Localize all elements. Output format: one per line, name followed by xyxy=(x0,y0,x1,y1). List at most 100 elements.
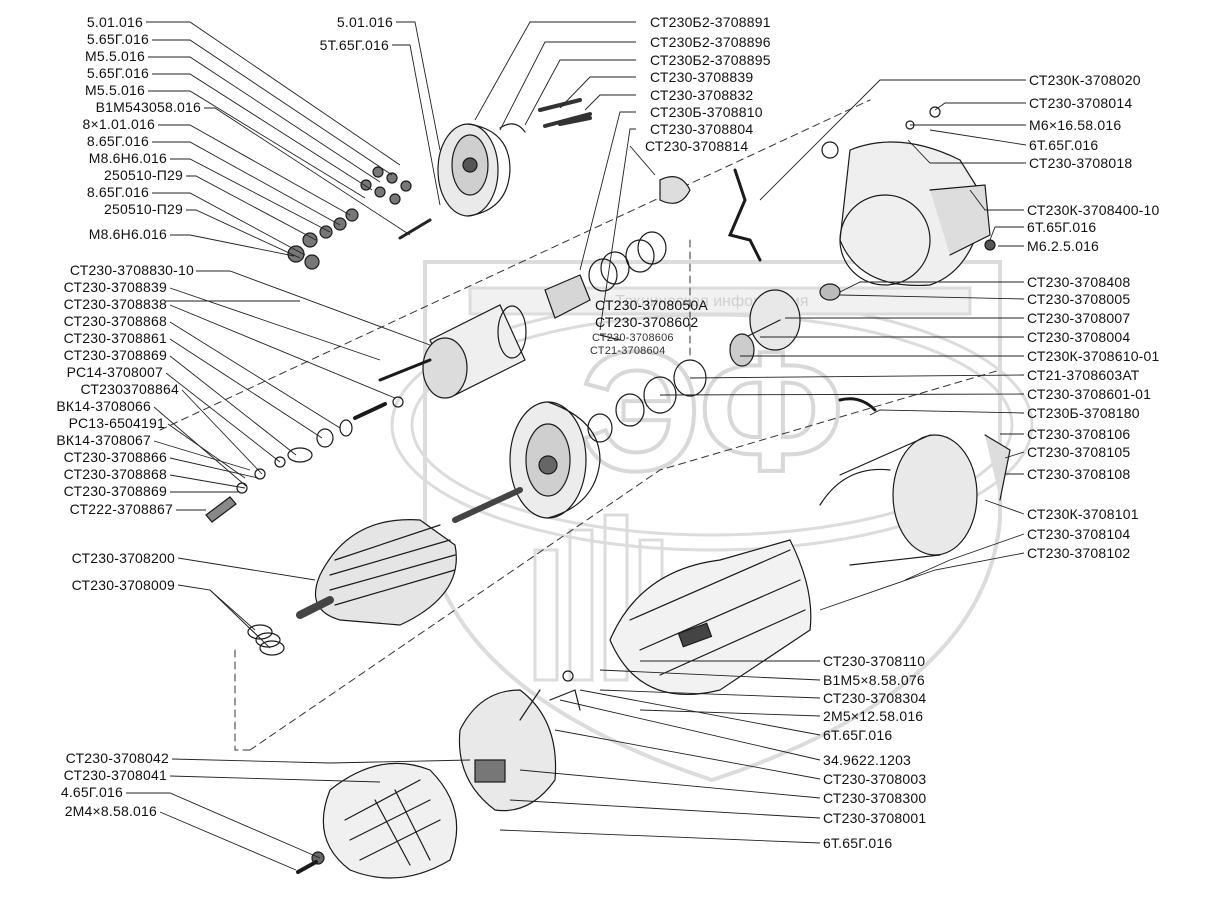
overrunning-clutch xyxy=(587,289,801,443)
callout-left-20: РС14-3708007 xyxy=(66,364,163,380)
callout-top-5: СТ230Б2-3708895 xyxy=(650,52,771,68)
callout-left-4: 5.65Г.016 xyxy=(86,65,149,81)
callout-left-28: СТ222-3708867 xyxy=(69,501,173,517)
callout-right-10: СТ230-3708005 xyxy=(1027,291,1131,307)
callout-left-25: СТ230-3708866 xyxy=(63,449,167,465)
small-fasteners-top xyxy=(287,166,432,270)
callout-left-17: СТ230-3708868 xyxy=(63,313,167,329)
callout-left-3: М5.5.016 xyxy=(85,48,145,64)
callout-right-11: СТ230-3708007 xyxy=(1027,310,1131,326)
rear-cover xyxy=(296,762,458,879)
callout-bottom-1: СТ230-3708110 xyxy=(823,653,926,669)
callout-left-26: СТ230-3708868 xyxy=(63,466,167,482)
callout-right-3: М6×16.58.016 xyxy=(1029,117,1122,133)
callout-right-5: СТ230-3708018 xyxy=(1029,155,1133,171)
screws-top xyxy=(499,98,691,204)
callout-center-3: СТ230-3708606 xyxy=(592,332,674,344)
callout-left-14: СТ230-3708830-10 xyxy=(69,262,194,278)
callout-left-33: 4.65Г.016 xyxy=(60,784,123,800)
assembly-axes xyxy=(159,99,1001,751)
callout-left-30: СТ230-3708009 xyxy=(71,577,175,593)
callout-left-2: 5.65Г.016 xyxy=(86,31,149,47)
callout-left-27: СТ230-3708869 xyxy=(63,483,167,499)
callout-left-21: СТ2303708864 xyxy=(80,381,179,397)
callout-left-32: СТ230-3708041 xyxy=(63,767,167,783)
armature xyxy=(296,487,523,626)
callout-left-29: СТ230-3708200 xyxy=(71,550,175,566)
callout-right-1: СТ230К-3708020 xyxy=(1029,72,1141,88)
callout-right-13: СТ230К-3708610-01 xyxy=(1027,348,1160,364)
brake-washers xyxy=(247,624,285,656)
stator-frame xyxy=(819,397,1011,566)
callout-left-23: РС13-6504191 xyxy=(68,415,165,431)
callout-right-22: СТ230-3708102 xyxy=(1027,545,1131,561)
callout-left-1: 5.01.016 xyxy=(86,14,143,30)
callout-right-16: СТ230Б-3708180 xyxy=(1027,405,1140,421)
callout-left-8: 8.65Г.016 xyxy=(86,133,149,149)
callout-bottom-8: СТ230-3708300 xyxy=(823,790,927,806)
callout-right-2: СТ230-3708014 xyxy=(1029,95,1133,111)
callout-left-6: В1М543058.016 xyxy=(95,99,201,115)
callout-top-1: 5.01.016 xyxy=(336,14,393,30)
callout-bottom-6: 34.9622.1203 xyxy=(823,752,912,768)
callout-bottom-9: СТ230-3708001 xyxy=(823,810,927,826)
callout-bottom-3: СТ230-3708304 xyxy=(823,690,927,706)
callout-left-5: М5.5.016 xyxy=(85,82,145,98)
callout-right-14: СТ21-3708603АТ xyxy=(1027,367,1140,383)
callout-left-10: 250510-П29 xyxy=(103,167,183,183)
callout-left-9: М8.6Н6.016 xyxy=(88,150,167,166)
callout-top-4: СТ230Б2-3708896 xyxy=(650,34,771,50)
callout-left-24: ВК14-3708067 xyxy=(56,432,151,448)
callout-bottom-10: 6Т.65Г.016 xyxy=(823,835,893,851)
brush-holder xyxy=(458,670,581,812)
callout-top-6: СТ230-3708839 xyxy=(650,69,754,85)
callout-left-34: 2М4×8.58.016 xyxy=(64,803,157,819)
end-cover-assembly xyxy=(437,123,511,217)
leader-lines xyxy=(126,21,1027,871)
callout-right-6: СТ230К-3708400-10 xyxy=(1027,202,1160,218)
callout-right-9: СТ230-3708408 xyxy=(1027,274,1131,290)
callout-top-10: СТ230-3708814 xyxy=(645,138,749,154)
callout-left-15: СТ230-3708839 xyxy=(63,279,167,295)
callout-left-7: 8×1.01.016 xyxy=(82,116,155,132)
callout-center-1: СТ230-3708050А xyxy=(595,297,708,313)
callout-top-7: СТ230-3708832 xyxy=(650,87,754,103)
plunger-parts xyxy=(205,396,404,523)
callout-right-15: СТ230-3708601-01 xyxy=(1027,386,1152,402)
callout-center-4: СТ21-3708604 xyxy=(590,345,666,357)
callout-right-21: СТ230-3708104 xyxy=(1027,526,1131,542)
shift-lever xyxy=(727,168,762,262)
callout-right-12: СТ230-3708004 xyxy=(1027,329,1131,345)
callout-left-12: 250510-П29 xyxy=(103,201,183,217)
callout-left-31: СТ230-3708042 xyxy=(65,750,169,766)
callout-top-3: СТ230Б2-3708891 xyxy=(650,14,771,30)
callout-top-2: 5Т.65Г.016 xyxy=(319,37,389,53)
callout-left-11: 8.65Г.016 xyxy=(86,184,149,200)
callout-bottom-5: 6Т.65Г.016 xyxy=(823,727,893,743)
field-coils xyxy=(609,539,812,696)
callout-left-13: М8.6Н6.016 xyxy=(88,226,167,242)
drive-springs xyxy=(544,231,667,341)
callout-left-18: СТ230-3708861 xyxy=(63,330,167,346)
callout-right-19: СТ230-3708108 xyxy=(1027,466,1131,482)
callout-right-7: 6Т.65Г.016 xyxy=(1027,219,1097,235)
callout-top-9: СТ230-3708804 xyxy=(650,121,754,137)
callout-top-8: СТ230Б-3708810 xyxy=(650,104,763,120)
callout-bottom-2: В1М5×8.58.076 xyxy=(823,672,925,688)
callout-right-8: М6.2.5.016 xyxy=(1027,238,1100,254)
callout-left-16: СТ230-3708838 xyxy=(63,296,167,312)
solenoid-housing xyxy=(378,304,527,399)
callout-left-19: СТ230-3708869 xyxy=(63,347,167,363)
callout-left-22: ВК14-3708066 xyxy=(56,398,151,414)
callout-right-18: СТ230-3708105 xyxy=(1027,444,1131,460)
callout-right-20: СТ230К-3708101 xyxy=(1027,506,1139,522)
callout-bottom-7: СТ230-3708003 xyxy=(823,771,927,787)
callout-right-17: СТ230-3708106 xyxy=(1027,426,1131,442)
callout-center-2: СТ230-3708602 xyxy=(595,314,699,330)
callout-right-4: 6Т.65Г.016 xyxy=(1029,137,1099,153)
drive-end-housing xyxy=(509,401,601,519)
solenoid-relay xyxy=(819,106,996,301)
callout-bottom-4: 2М5×12.58.016 xyxy=(823,708,924,724)
